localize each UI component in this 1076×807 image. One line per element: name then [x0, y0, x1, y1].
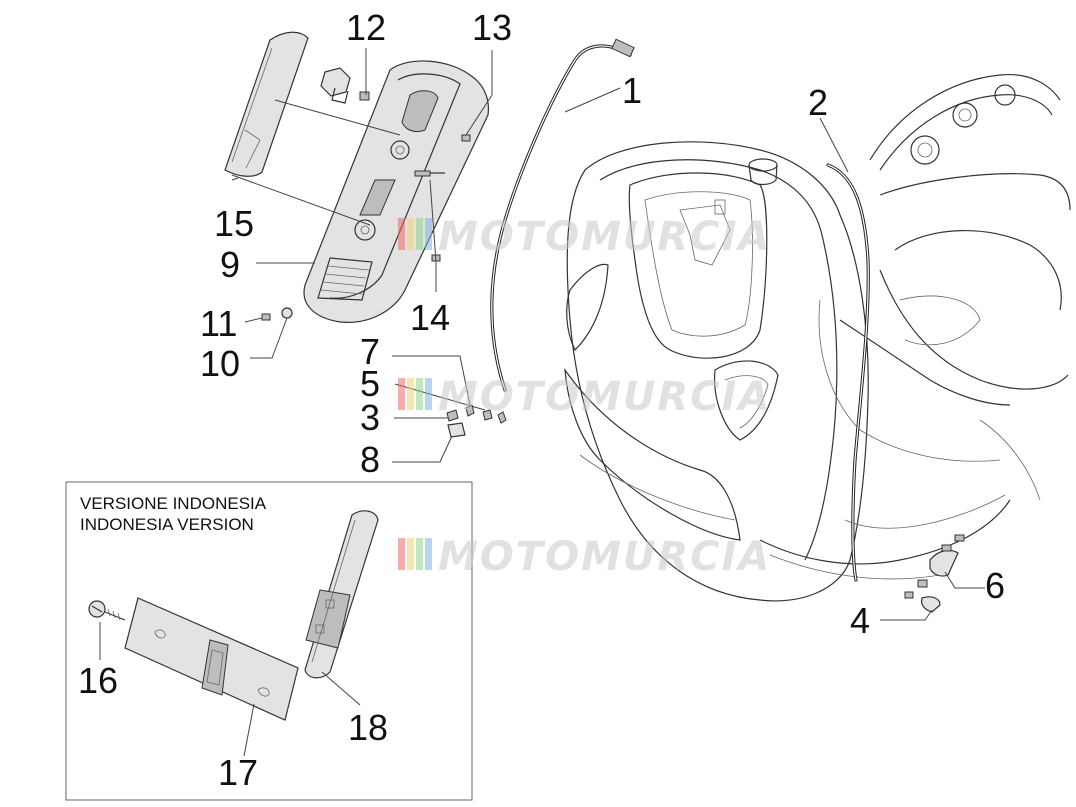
part-15-emblem-strip: [224, 31, 309, 177]
callout-9: 9: [220, 244, 240, 285]
inset-title-italian: VERSIONE INDONESIA: [80, 494, 267, 513]
watermark-stripe-green: [416, 538, 423, 570]
part-1-shield-seal: [490, 38, 635, 392]
callout-10: 10: [200, 343, 240, 384]
inset-indonesia-version: [65, 481, 473, 801]
callout-8: 8: [360, 439, 380, 480]
part-17-plate: [124, 597, 299, 721]
watermark-3: MOTOMURCIA: [398, 534, 771, 580]
watermark-stripe-green: [416, 218, 423, 250]
watermark-stripe-red: [398, 378, 405, 410]
watermark-stripe-red: [398, 538, 405, 570]
part-18-strip: [304, 510, 379, 679]
watermark-stripe-yellow: [407, 378, 414, 410]
callout-17: 17: [218, 752, 258, 793]
parts-3-5-7-8-clips: [446, 404, 507, 438]
inset-title-english: INDONESIA VERSION: [80, 515, 254, 534]
watermark-2: MOTOMURCIA: [398, 374, 771, 420]
part-9-horn-cover: [303, 60, 490, 323]
callout-4: 4: [850, 600, 870, 641]
watermark-text: MOTOMURCIA: [438, 214, 771, 260]
callout-5: 5: [360, 363, 380, 404]
callout-12: 12: [346, 7, 386, 48]
watermark-stripe-yellow: [407, 218, 414, 250]
watermark-1: MOTOMURCIA: [398, 214, 771, 260]
part-16-screw: [88, 600, 126, 621]
callout-3: 3: [360, 397, 380, 438]
part-10-11-screw-washer: [261, 307, 293, 321]
parts-4-6-clips: [904, 534, 965, 613]
callout-16: 16: [78, 660, 118, 701]
watermark-stripe-blue: [425, 378, 432, 410]
front-shield-body: [564, 141, 1011, 602]
callout-15: 15: [214, 203, 254, 244]
watermark-text: MOTOMURCIA: [438, 374, 771, 420]
watermark-text: MOTOMURCIA: [438, 534, 771, 580]
part-12-nut: [320, 67, 370, 104]
callout-14: 14: [410, 297, 450, 338]
part-2-side-seal: [826, 163, 870, 582]
watermark-stripe-red: [398, 218, 405, 250]
callout-13: 13: [472, 7, 512, 48]
callout-2: 2: [808, 82, 828, 123]
callout-11: 11: [200, 303, 237, 344]
watermark-stripe-green: [416, 378, 423, 410]
watermark-stripe-yellow: [407, 538, 414, 570]
callout-6: 6: [985, 565, 1005, 606]
watermark-stripe-blue: [425, 538, 432, 570]
watermark-stripe-blue: [425, 218, 432, 250]
callout-7: 7: [360, 331, 380, 372]
callout-18: 18: [348, 707, 388, 748]
callout-1: 1: [622, 70, 642, 111]
